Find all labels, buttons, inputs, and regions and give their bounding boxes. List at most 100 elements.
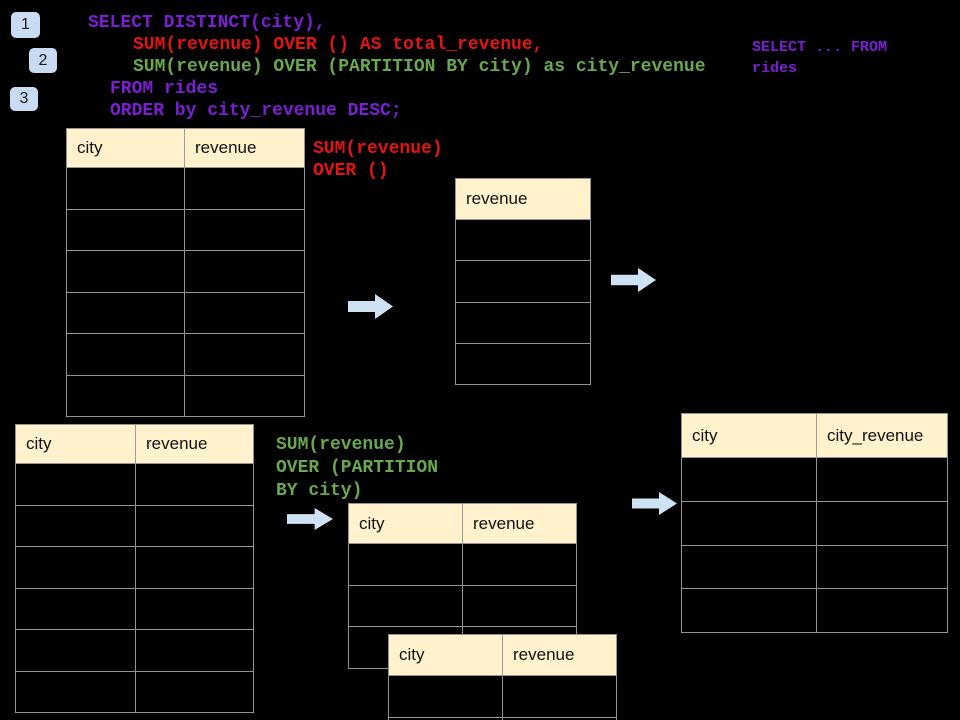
table-cell [16, 588, 136, 629]
table-cell [349, 544, 463, 585]
arrow-right-icon [611, 268, 656, 292]
table-cell [136, 464, 253, 505]
table-cell [185, 293, 304, 334]
table-row [456, 261, 590, 303]
column-header-city_revenue: city_revenue [827, 425, 924, 445]
table-cell [16, 630, 136, 671]
column-header-city: city [16, 425, 136, 463]
table-row [67, 251, 304, 293]
sql-line-select: SELECT DISTINCT(city), [88, 13, 326, 33]
table-city-revenue-result: city city_revenue [681, 413, 948, 633]
table-row [67, 168, 304, 210]
table-cell [185, 334, 304, 375]
label-total-line-2: OVER () [313, 161, 389, 181]
table-row [16, 464, 253, 506]
sql-line-order-by: ORDER by city_revenue DESC; [110, 101, 402, 121]
table-cell [456, 303, 590, 343]
table-cell [136, 630, 253, 671]
table-cell [67, 209, 185, 250]
sql-line-total-revenue: SUM(revenue) OVER () AS total_revenue, [133, 35, 544, 55]
table-row [389, 676, 616, 718]
table-row [389, 717, 616, 720]
table-cell [503, 676, 616, 717]
table-cell [682, 501, 817, 545]
sql-line-from: FROM rides [110, 79, 219, 99]
table-cell [67, 168, 185, 209]
table-cell [817, 502, 947, 545]
table-cell [136, 672, 253, 713]
step-badge-3: 3 [10, 87, 38, 111]
table-cell [389, 717, 503, 720]
step-badge-2: 2 [29, 48, 57, 73]
step-badge-1: 1 [11, 12, 40, 38]
table-header-row: city revenue [389, 635, 616, 676]
table-row [349, 544, 576, 586]
table-header-row: city city_revenue [682, 414, 947, 458]
table-row [16, 671, 253, 713]
column-header-city: city [682, 414, 817, 457]
table-cell [463, 586, 576, 627]
column-header-revenue: revenue [513, 645, 575, 664]
table-row [67, 375, 304, 417]
table-cell [682, 458, 817, 501]
arrow-right-icon [287, 508, 333, 530]
table-cell [389, 676, 503, 717]
label-partition-line-1: SUM(revenue) [276, 435, 406, 455]
table-cell [682, 589, 817, 632]
table-row [16, 505, 253, 547]
column-header-revenue: revenue [195, 138, 257, 157]
arrow-right-icon [632, 492, 677, 515]
table-cell [185, 210, 304, 251]
column-header-revenue: revenue [473, 513, 535, 533]
table-row [16, 588, 253, 630]
table-row [349, 585, 576, 628]
table-row [16, 547, 253, 589]
table-row [456, 303, 590, 344]
table-cell [16, 671, 136, 712]
label-total-line-1: SUM(revenue) [313, 139, 443, 159]
table-cell [456, 220, 590, 260]
arrow-right-icon [348, 294, 393, 319]
sql-line-city-revenue: SUM(revenue) OVER (PARTITION BY city) as… [133, 57, 706, 77]
table-cell [16, 505, 136, 546]
table-header-row: city revenue [349, 504, 576, 544]
table-cell [349, 585, 463, 627]
table-header-row: revenue [456, 179, 590, 220]
side-note-line-1: SELECT ... FROM [752, 39, 888, 56]
table-cell [16, 464, 136, 505]
table-cell [136, 547, 253, 588]
table-cell [817, 589, 947, 632]
table-cell [185, 376, 304, 417]
table-cell [136, 506, 253, 547]
label-partition-line-2: OVER (PARTITION [276, 458, 439, 478]
table-cell [817, 458, 947, 501]
table-row [67, 292, 304, 334]
table-cell [67, 375, 185, 416]
table-row [67, 209, 304, 251]
column-header-city: city [389, 635, 503, 675]
table-cell [67, 292, 185, 333]
table-row [456, 344, 590, 384]
table-total-result: revenue [455, 178, 591, 385]
column-header-city: city [349, 504, 463, 543]
table-cell [456, 344, 590, 384]
table-cell [16, 547, 136, 588]
table-cell [456, 261, 590, 301]
table-cell [682, 545, 817, 589]
table-cell [185, 251, 304, 292]
table-row [16, 630, 253, 672]
table-cell [463, 544, 576, 585]
table-row [456, 220, 590, 262]
table-cell [67, 334, 185, 375]
label-partition-line-3: BY city) [276, 481, 363, 501]
table-row [67, 334, 304, 376]
table-row [682, 458, 947, 502]
table-cell [817, 546, 947, 589]
table-cell [136, 589, 253, 630]
table-cell [185, 168, 304, 209]
